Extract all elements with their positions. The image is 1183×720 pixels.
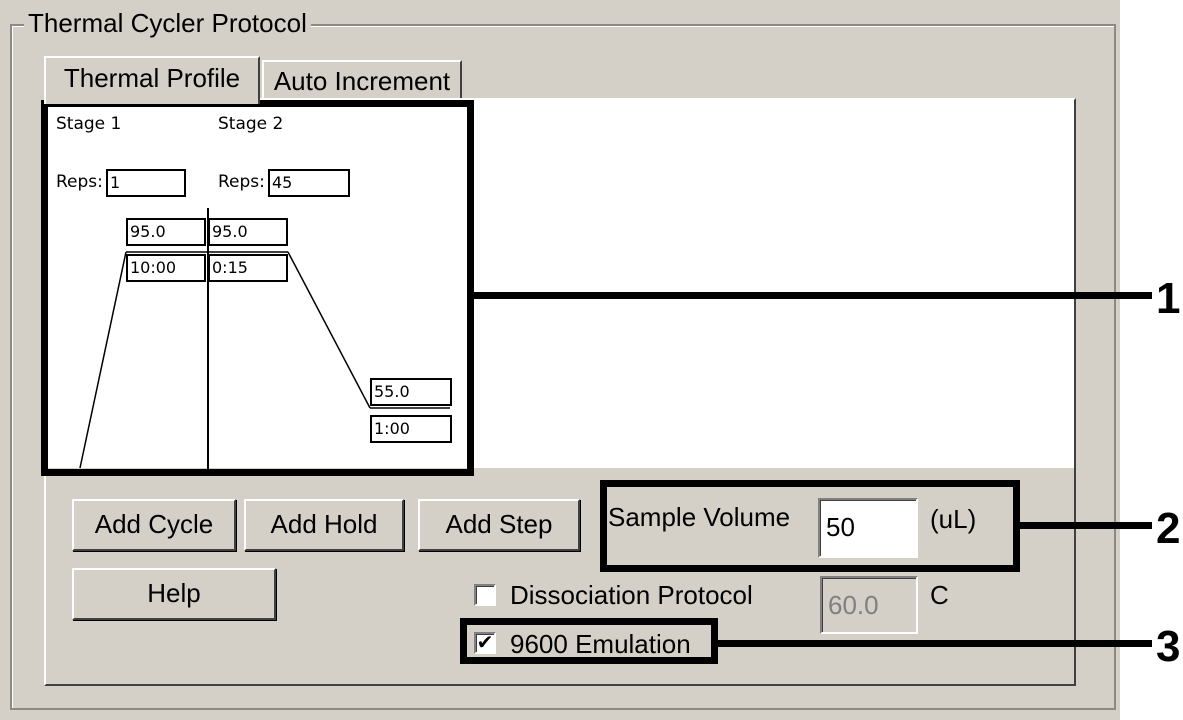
callout-number-3: 3: [1156, 622, 1181, 671]
check-mark-icon: ✔: [476, 632, 494, 654]
stage-2-step-2-temp-input[interactable]: 55.0: [370, 378, 452, 406]
stage-2-step-2-time-input[interactable]: 1:00: [370, 415, 452, 443]
add-cycle-button[interactable]: Add Cycle: [72, 499, 236, 551]
add-hold-button[interactable]: Add Hold: [244, 499, 404, 551]
group-title: Thermal Cycler Protocol: [24, 8, 311, 39]
dissociation-temp-input: 60.0: [820, 576, 918, 634]
stage-1-time-input[interactable]: 10:00: [126, 254, 206, 282]
stage-2-label: Stage 2: [218, 114, 284, 134]
callout-box-1: [41, 100, 474, 476]
help-button[interactable]: Help: [72, 568, 276, 620]
tab-thermal-profile[interactable]: Thermal Profile: [44, 56, 260, 104]
profile-graph: [79, 208, 450, 472]
dissociation-checkbox[interactable]: [474, 584, 496, 606]
stage-2-reps-input[interactable]: 45: [268, 169, 350, 197]
emulation-label: 9600 Emulation: [510, 629, 691, 659]
callout-line-1: [474, 292, 1152, 299]
thermal-profile-canvas: [46, 100, 1074, 468]
stage-2-step-1-time-input[interactable]: 0:15: [208, 254, 288, 282]
stage-1-reps-label: Reps:: [56, 172, 103, 192]
stage-2-step-1-temp-input[interactable]: 95.0: [208, 218, 288, 246]
callout-number-2: 2: [1156, 504, 1181, 553]
sample-volume-label: Sample Volume: [608, 502, 791, 532]
emulation-checkbox[interactable]: ✔: [474, 632, 496, 654]
stage-1-label: Stage 1: [56, 114, 122, 134]
ramp-down-line: [287, 251, 371, 409]
add-step-button[interactable]: Add Step: [418, 499, 580, 551]
callout-box-2: [600, 480, 1020, 572]
callout-line-3: [718, 640, 1152, 647]
callout-box-3: [460, 618, 718, 664]
dissociation-unit: C: [930, 580, 949, 610]
stage-2-reps-label: Reps:: [218, 172, 265, 192]
callout-line-2: [1020, 522, 1152, 529]
tab-auto-increment[interactable]: Auto Increment: [262, 60, 462, 100]
sample-volume-unit: (uL): [930, 504, 977, 534]
group-box-border: [10, 24, 1116, 710]
sample-volume-input[interactable]: 50: [818, 498, 918, 558]
dissociation-label: Dissociation Protocol: [510, 580, 753, 610]
stage-1-reps-input[interactable]: 1: [106, 169, 186, 197]
callout-number-1: 1: [1156, 274, 1181, 323]
ramp-up-line: [79, 251, 127, 469]
stage-1-temp-input[interactable]: 95.0: [126, 218, 206, 246]
